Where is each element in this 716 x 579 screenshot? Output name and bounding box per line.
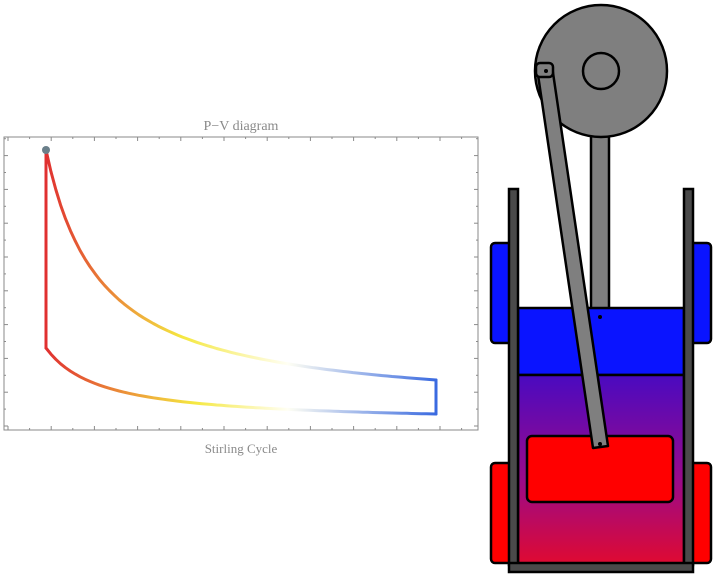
displacer-pin-dot [598,442,602,446]
hot-isotherm-curve [44,148,438,382]
stirling-engine [489,3,713,574]
plot-frame [3,136,479,431]
cold-isotherm-curve [44,346,438,416]
pivot-points [544,69,602,446]
piston-rod [589,118,611,322]
plot-title: P−V diagram [204,119,279,134]
state-point-marker [42,146,50,154]
base-plate [507,561,695,574]
plot-ticks [4,137,478,430]
piston-pin-dot [598,315,602,319]
plot-caption: Stirling Cycle [205,441,278,456]
crank-pin-dot [544,69,548,73]
stirling-cycle-path [44,148,438,416]
crank-hub [581,51,621,91]
cylinder-wall-right [682,187,695,567]
cylinder-wall-left [507,187,520,567]
pv-diagram: P−V diagram Stirling Cycle [3,119,479,456]
